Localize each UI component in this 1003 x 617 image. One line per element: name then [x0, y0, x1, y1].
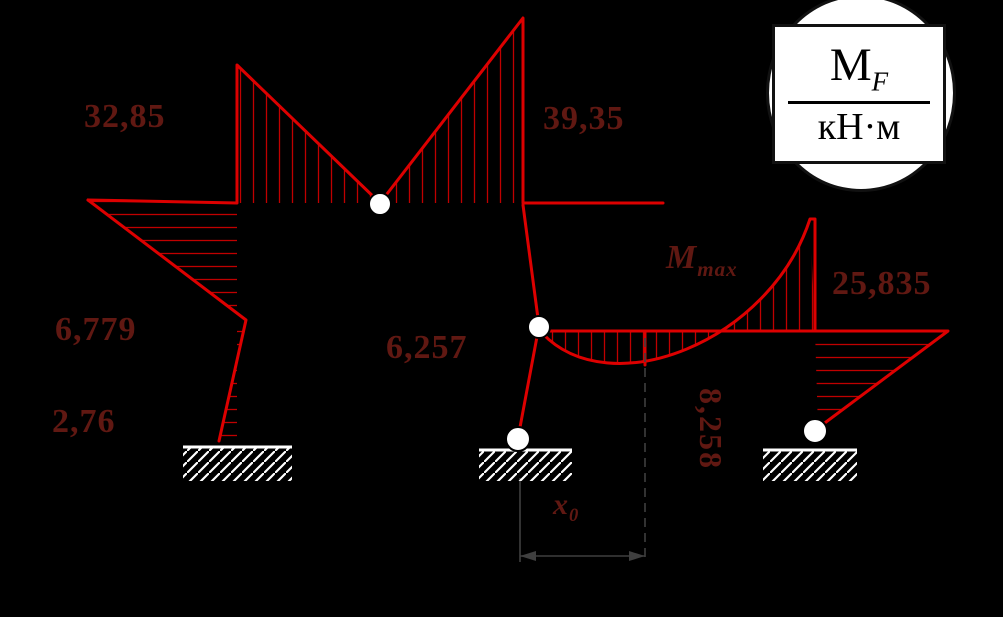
- support-middle: [479, 448, 572, 481]
- ordinate-label-right: 25,835: [832, 265, 932, 302]
- x0-symbol: x: [553, 488, 569, 521]
- support-left: [183, 445, 292, 481]
- x0-dimension-lines: [519, 338, 646, 562]
- x0-arrow-right: [629, 551, 645, 561]
- legend-quantity-subscript: F: [871, 66, 889, 97]
- hinge-right-support: [802, 418, 828, 444]
- hinge-middle-support: [505, 426, 531, 452]
- ordinate-label-left-bottom: 2,76: [52, 403, 116, 440]
- ordinate-label-mid-column: 6,257: [386, 329, 468, 366]
- right-column-moment-line: [538, 329, 950, 430]
- hinge-middle: [527, 315, 551, 339]
- left-column-moment-line: [86, 198, 248, 443]
- legend-quantity: MF: [830, 42, 888, 95]
- legend-circle: MF кН·м: [766, 0, 956, 192]
- supports: [183, 445, 857, 481]
- legend-quantity-symbol: M: [829, 39, 872, 92]
- hinge-upper-beam: [368, 192, 392, 216]
- x0-arrow-left: [520, 551, 536, 561]
- mmax-label: Mmax: [666, 239, 738, 280]
- x0-subscript: 0: [569, 505, 580, 526]
- mmax-subscript: max: [697, 256, 738, 281]
- mmax-value-vertical-label: 8,258: [693, 388, 729, 470]
- ordinate-label-left-mid: 6,779: [55, 311, 137, 348]
- ordinate-label-top-right: 39,35: [543, 100, 625, 137]
- legend-units: кН·м: [817, 105, 901, 148]
- ordinate-label-top-left: 32,85: [84, 98, 166, 135]
- fraction-line: [788, 100, 930, 104]
- hinges: [368, 192, 828, 452]
- support-right: [763, 448, 857, 481]
- x0-label: x0: [553, 488, 579, 525]
- mmax-symbol: M: [666, 239, 698, 276]
- legend-units-box: MF кН·м: [772, 24, 946, 164]
- lower-beam-parabola: [540, 217, 817, 365]
